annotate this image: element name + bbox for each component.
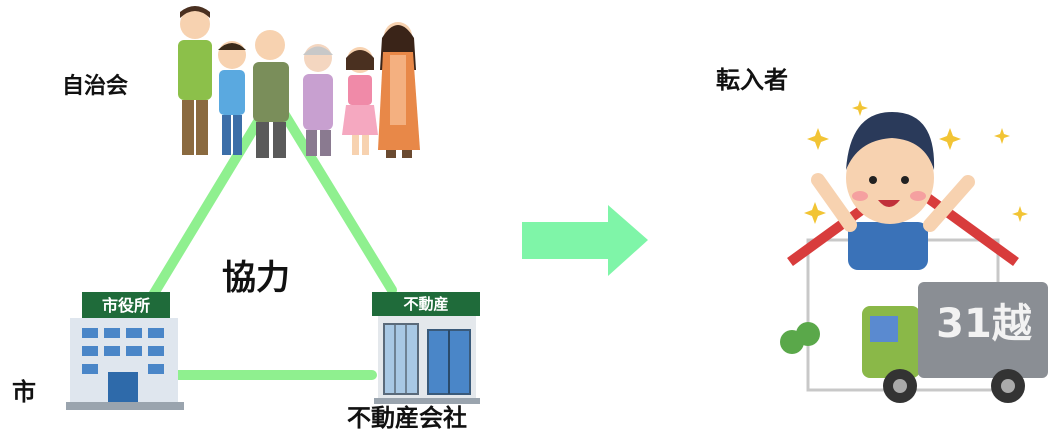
city-hall-building-icon [66, 292, 184, 410]
right-arrow-icon [522, 205, 648, 276]
newcomer-label: 転入者 [716, 66, 788, 94]
cooperation-triangle [145, 110, 397, 380]
triangle-left-edge [145, 110, 267, 305]
newcomer-illustration-icon [780, 100, 1048, 403]
truck-sign: 31越 [936, 301, 1032, 347]
real-estate-company-label: 不動産会社 [347, 404, 467, 432]
real-estate-office-icon [372, 292, 480, 404]
city-hall-sign: 市役所 [101, 296, 150, 315]
city-label: 市 [12, 378, 36, 406]
real-estate-sign: 不動産 [403, 295, 449, 313]
triangle-right-edge [280, 110, 397, 295]
family-group-icon [178, 6, 420, 158]
cooperation-label: 協力 [222, 258, 290, 298]
neighborhood-association-label: 自治会 [62, 74, 129, 99]
